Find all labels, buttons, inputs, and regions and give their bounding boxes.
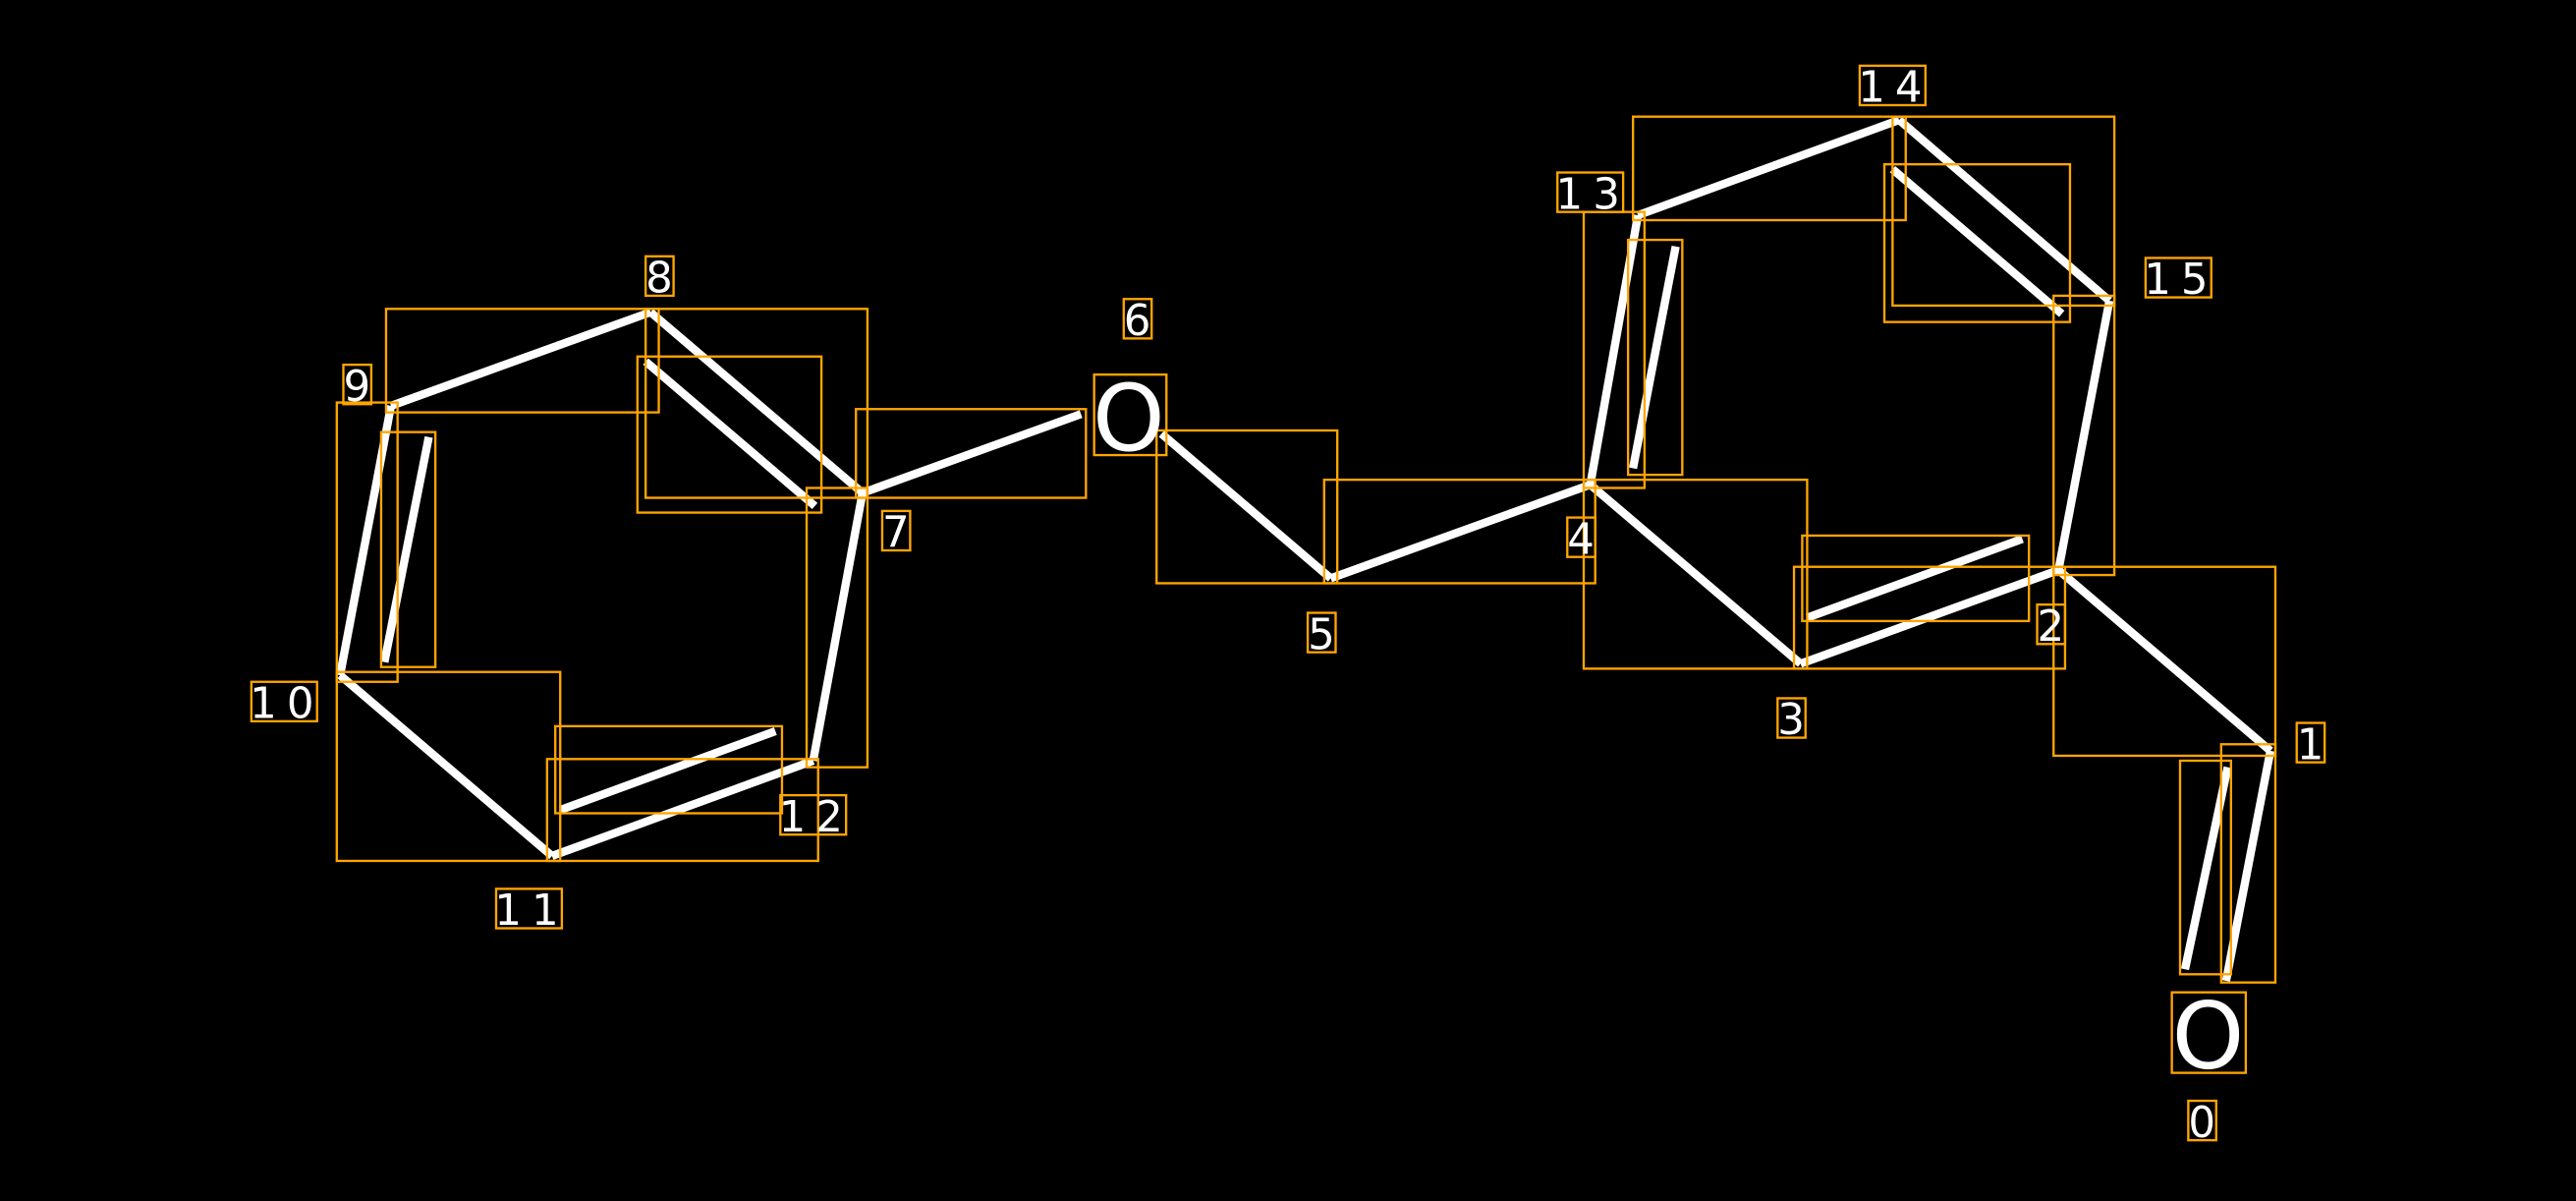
bond-7-8	[647, 309, 866, 496]
index-box	[1858, 64, 1927, 107]
index-box	[250, 680, 318, 723]
atom-index-6: 6	[1124, 297, 1151, 346]
bbox	[2052, 294, 2116, 577]
bond-4-13	[1586, 214, 1643, 486]
bond-0-1	[2221, 750, 2275, 982]
bond-9-10-inner	[380, 435, 433, 663]
bond-11-12-inner	[558, 726, 777, 815]
bbox	[1891, 115, 2116, 308]
atom-index-0: 0	[2188, 1099, 2215, 1148]
atom-6-symbol: O	[1092, 366, 1165, 473]
bond-3-4	[1587, 481, 1804, 667]
atom-index-4: 4	[1567, 515, 1595, 564]
atom-index-8: 8	[645, 255, 673, 304]
bbox	[335, 670, 562, 863]
index-box	[2295, 721, 2326, 764]
bond-14-15-inner	[1889, 166, 2065, 317]
bond-14-15	[1896, 116, 2112, 305]
atom-index-10: 10	[250, 680, 323, 729]
atom-index-12: 12	[779, 793, 853, 842]
atom-index-13: 13	[1556, 170, 1630, 219]
bbox	[335, 401, 399, 683]
index-box	[779, 793, 848, 836]
bbox	[2219, 743, 2277, 984]
bbox	[644, 308, 869, 499]
index-box	[880, 509, 912, 552]
bbox	[1801, 534, 2031, 623]
bbox	[379, 430, 437, 668]
atom-labels: O O	[1092, 366, 2248, 1091]
bond-5-6	[1158, 430, 1334, 582]
index-box	[2144, 257, 2212, 299]
atom-index-2: 2	[2038, 602, 2065, 652]
bond-7-8-inner	[643, 358, 818, 510]
index-box	[1776, 697, 1807, 739]
atom-indices: 0 1 2 3 4 5 6 7 8 9 10 11 12 13 14 15	[250, 64, 2326, 1148]
index-box	[494, 887, 564, 930]
bond-8-9	[389, 308, 652, 410]
bonds	[336, 116, 2275, 982]
bond-15-2	[2054, 300, 2114, 571]
atom-6-box	[1092, 372, 1168, 457]
bond-13-14	[1636, 116, 1901, 219]
bbox	[1626, 238, 1684, 477]
bbox	[545, 758, 819, 863]
bbox	[1631, 115, 1907, 222]
atom-index-3: 3	[1777, 696, 1805, 745]
bbox	[2178, 759, 2233, 976]
index-box	[1566, 516, 1596, 558]
bbox	[1882, 162, 2072, 323]
bond-4-5	[1329, 481, 1593, 583]
index-box	[342, 363, 373, 406]
atom-index-1: 1	[2297, 720, 2324, 770]
atom-0-symbol: O	[2172, 984, 2245, 1091]
bond-9-10	[336, 405, 396, 676]
bbox	[2052, 565, 2277, 758]
bbox	[805, 486, 869, 769]
bbox	[855, 408, 1088, 499]
bbox	[1155, 429, 1339, 585]
bond-12-7	[809, 491, 868, 762]
bond-10-11	[337, 671, 555, 860]
bbox	[636, 355, 823, 514]
atom-index-15: 15	[2144, 256, 2217, 305]
atom-0-box	[2170, 991, 2248, 1074]
bond-1-2	[2055, 566, 2273, 755]
index-box	[1306, 611, 1337, 654]
index-box	[2187, 1099, 2217, 1142]
bbox	[554, 724, 784, 815]
index-box	[2036, 603, 2067, 646]
atom-index-5: 5	[1308, 610, 1335, 659]
bond-6-7	[861, 410, 1083, 497]
bbox	[384, 308, 660, 414]
atom-index-11: 11	[494, 886, 568, 936]
bond-11-12	[550, 757, 815, 860]
index-box	[1122, 298, 1153, 340]
index-box	[1556, 171, 1625, 213]
bond-boxes	[335, 115, 2277, 984]
bond-4-13-inner	[1629, 245, 1680, 470]
bbox	[1582, 478, 1809, 670]
atom-index-14: 14	[1858, 64, 1932, 113]
atom-index-9: 9	[343, 363, 370, 412]
index-box	[644, 255, 675, 298]
bond-2-3-inner	[1805, 535, 2024, 622]
atom-index-7: 7	[882, 509, 910, 558]
bond-2-3	[1799, 566, 2060, 668]
